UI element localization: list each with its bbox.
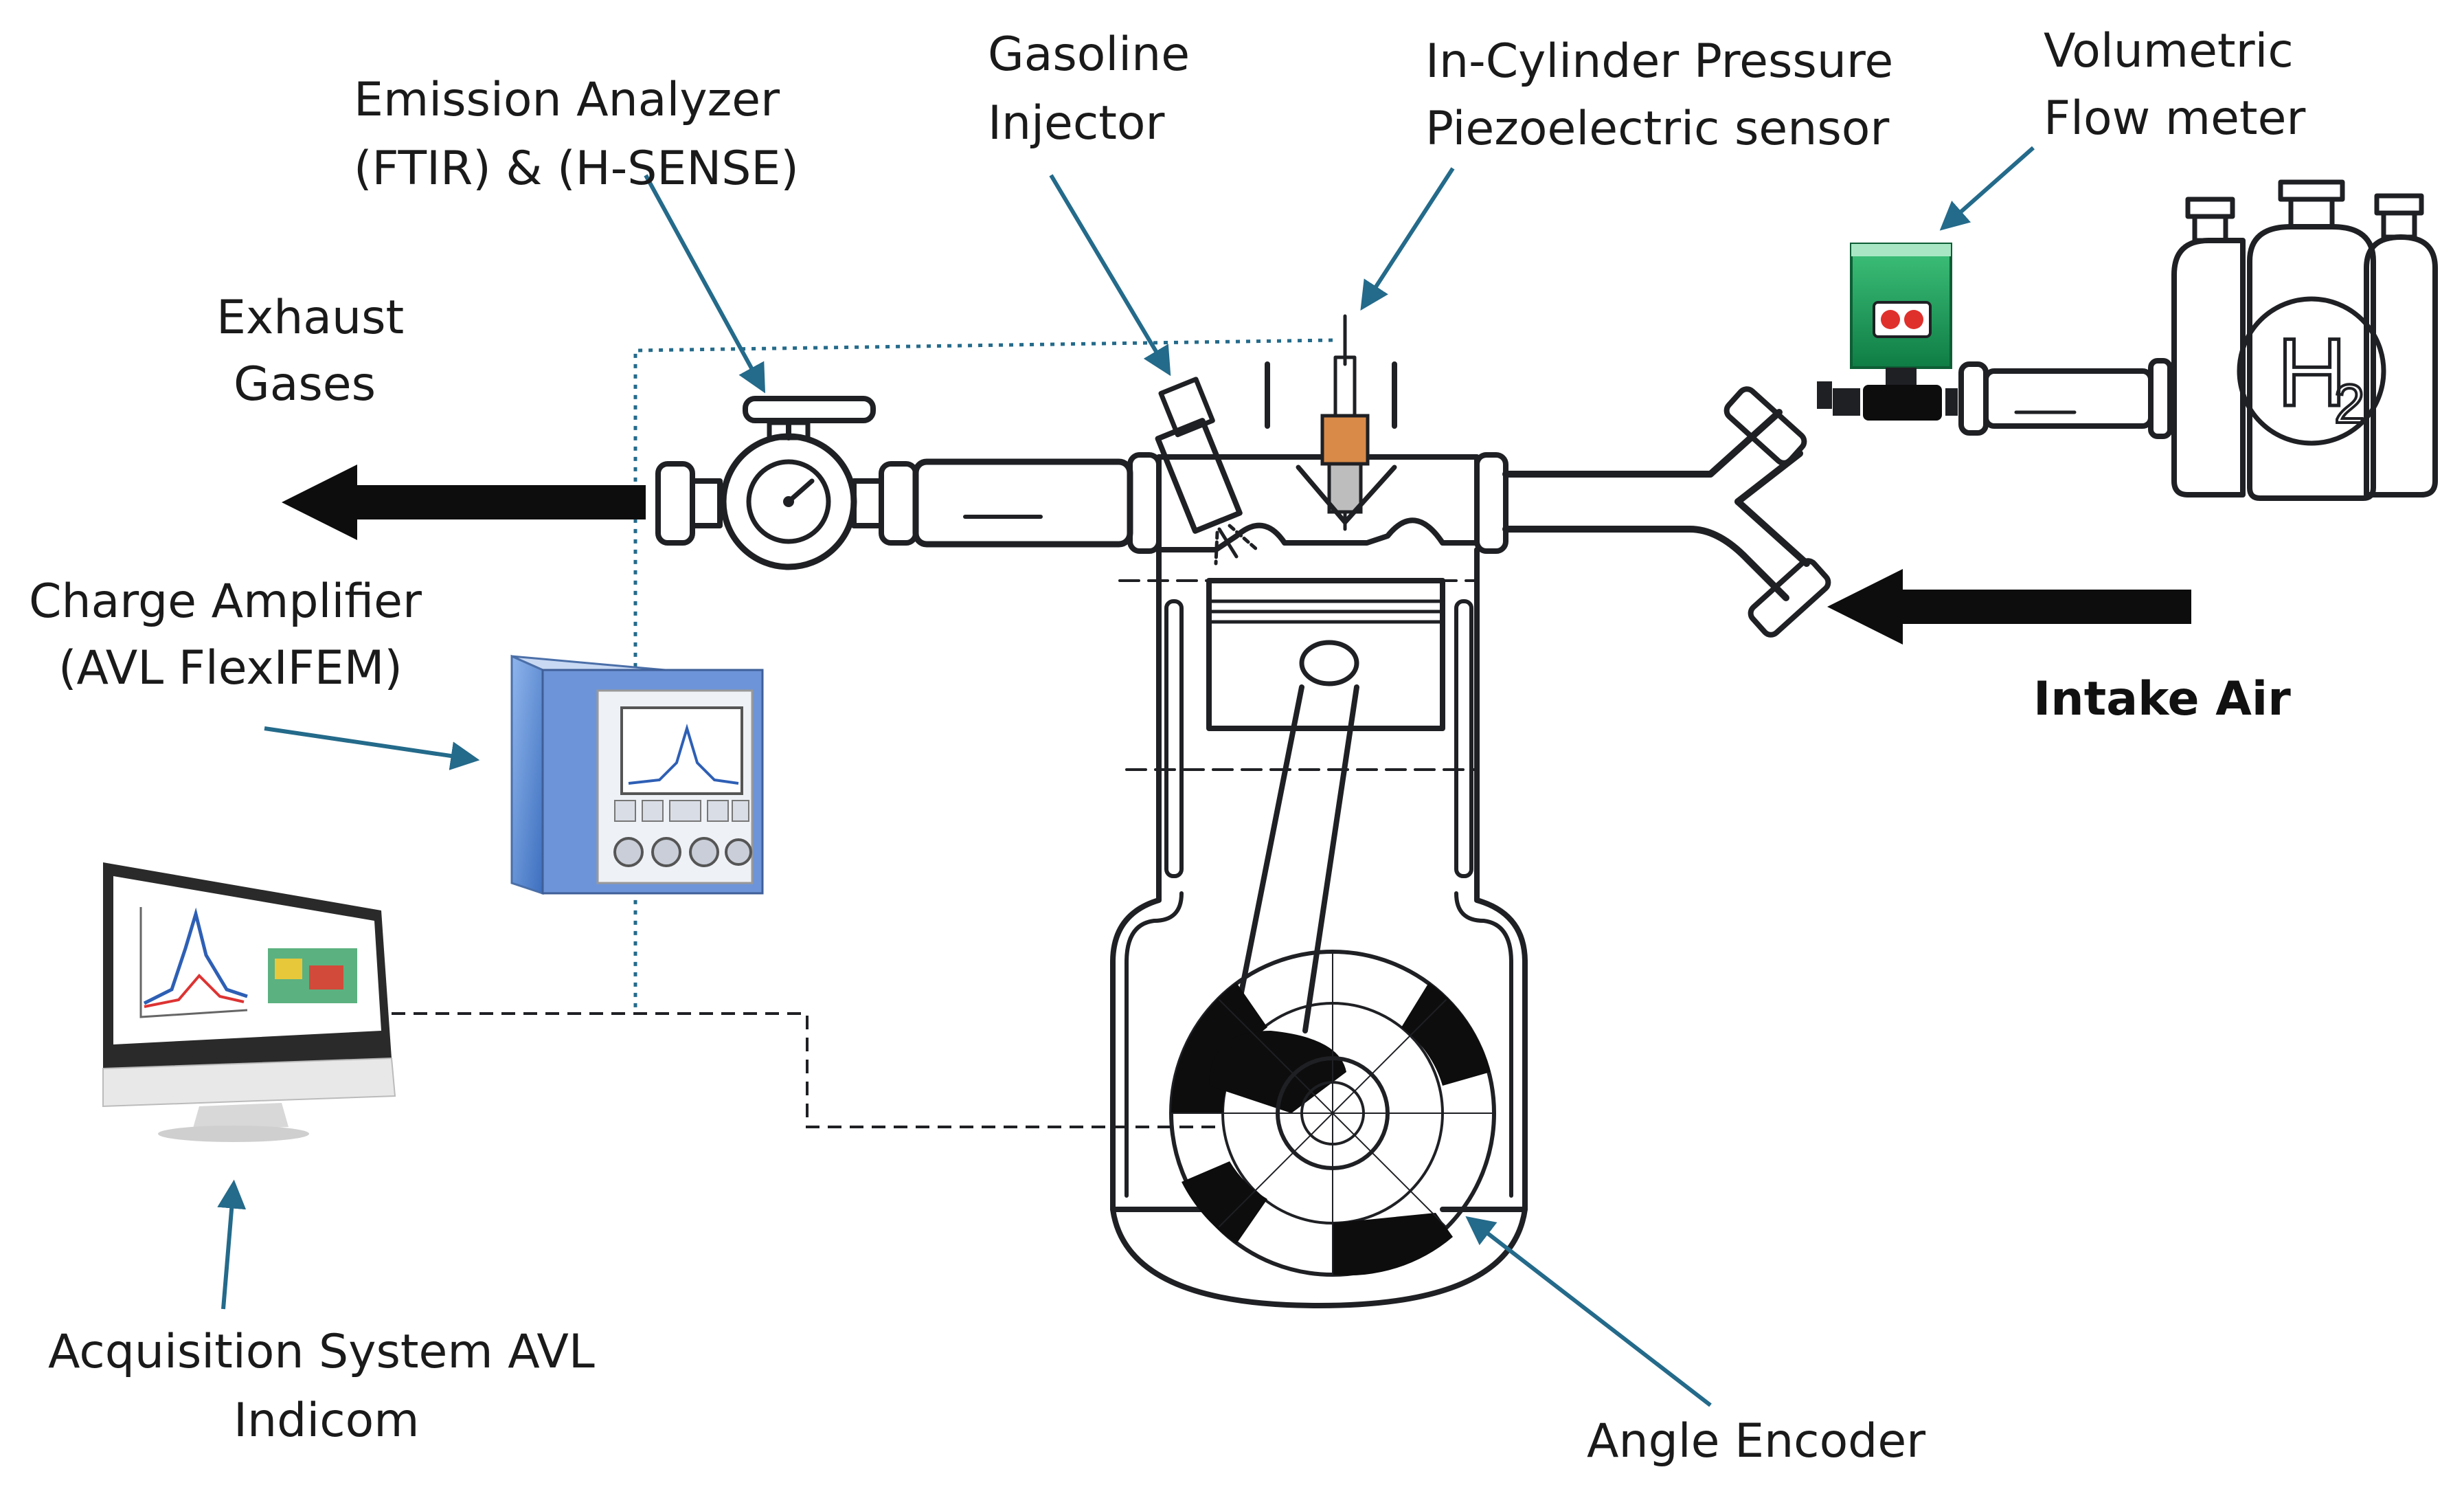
intake-pipe — [1474, 381, 1832, 638]
angle-encoder-arrow — [1465, 1216, 1712, 1407]
labels: Emission Analyzer (FTIR) & (H-SENSE) Gas… — [29, 24, 2305, 1468]
charge-amplifier-label-line1: Charge Amplifier — [29, 574, 422, 629]
exhaust-pipe — [655, 396, 1162, 570]
pressure-sensor-label-line1: In-Cylinder Pressure — [1425, 34, 1893, 89]
charge-amplifier-device — [510, 654, 764, 895]
flow-meter-icon — [1833, 243, 2173, 439]
indicator-light-icon — [1904, 310, 1923, 329]
angle-encoder-label: Angle Encoder — [1587, 1414, 1925, 1468]
indicator-light-icon — [1881, 310, 1900, 329]
acquisition-system-arrow — [217, 1179, 247, 1310]
exhaust-gases-label-line1: Exhaust — [216, 291, 404, 345]
flow-meter-arrow — [1939, 146, 2035, 231]
flow-meter-label-line2: Flow meter — [2044, 91, 2305, 146]
intake-air-label: Intake Air — [2033, 672, 2291, 726]
emission-analyzer-label-line1: Emission Analyzer — [354, 73, 780, 127]
acquisition-system-label-line1: Acquisition System AVL — [48, 1325, 595, 1379]
exhaust-arrow-icon — [282, 465, 646, 540]
gas-cylinders-icon: H 2 — [2171, 179, 2438, 501]
gasoline-injector-arrow — [1049, 174, 1171, 377]
gasoline-injector-label-line2: Injector — [988, 96, 1165, 150]
charge-amplifier-arrow — [264, 726, 480, 770]
emission-analyzer-label-line2: (FTIR) & (H-SENSE) — [354, 142, 799, 196]
pressure-sensor-label-line2: Piezoelectric sensor — [1425, 102, 1889, 156]
emission-analyzer-arrow — [644, 174, 766, 394]
exhaust-gases-label-line2: Gases — [234, 357, 376, 412]
acquisition-system-label-line2: Indicom — [234, 1394, 419, 1448]
pressure-sensor-icon — [1320, 314, 1370, 531]
computer-monitor-icon — [102, 862, 396, 1142]
angle-encoder-icon — [1169, 950, 1496, 1277]
gasoline-injector-icon — [1155, 377, 1259, 566]
flow-meter-label-line1: Volumetric — [2044, 24, 2294, 78]
leader-arrows — [217, 146, 2035, 1407]
engine-cylinder — [1110, 314, 1528, 1308]
h2-subscript: 2 — [2334, 373, 2365, 434]
intake-arrow-icon — [1827, 569, 2191, 645]
h2-symbol: H — [2277, 318, 2347, 426]
gasoline-injector-label-line1: Gasoline — [988, 27, 1190, 82]
charge-amplifier-label-line2: (AVL FlexIFEM) — [58, 641, 403, 695]
pressure-sensor-arrow — [1360, 167, 1455, 311]
dashed-encoder-line — [392, 1012, 1216, 1128]
